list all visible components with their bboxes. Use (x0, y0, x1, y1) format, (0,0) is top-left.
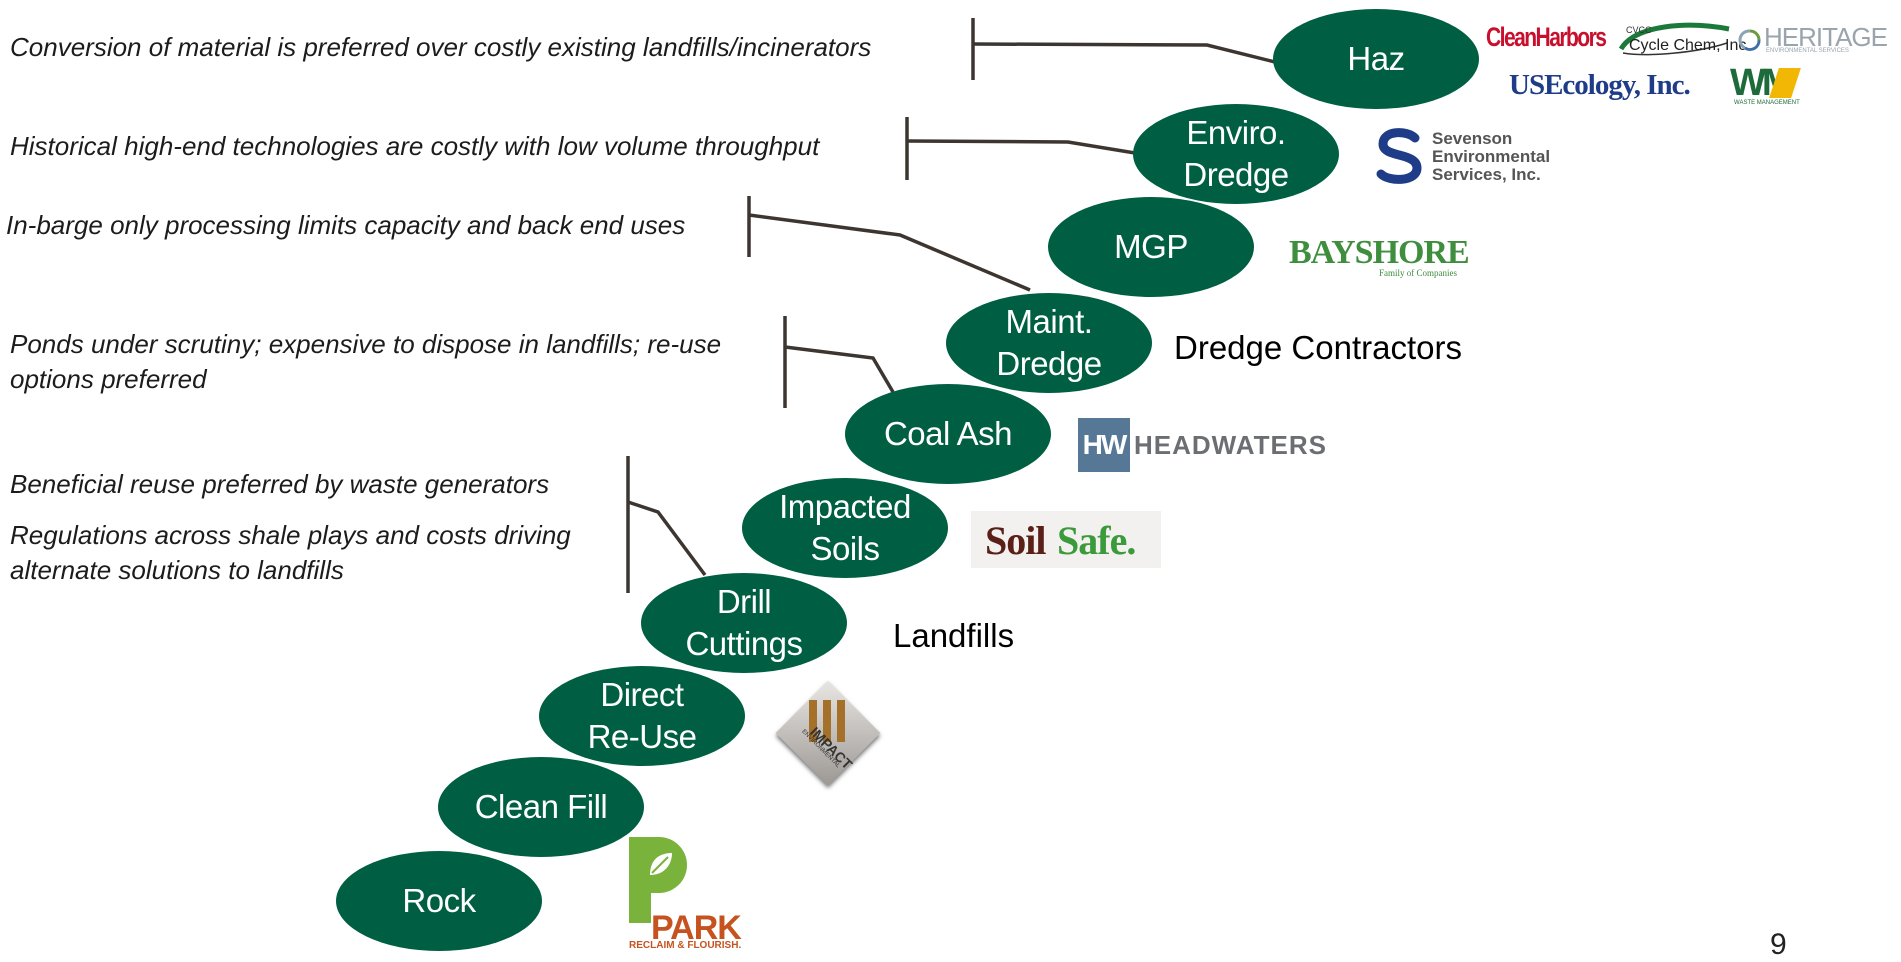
logo-bayshore: BAYSHORE Family of Companies (1289, 234, 1489, 280)
logo-sevenson: Sevenson Environmental Services, Inc. (1375, 128, 1575, 188)
wm-subtext: WASTE MANAGEMENT (1734, 100, 1800, 106)
logo-usecology: USEcology, Inc. (1509, 69, 1691, 101)
step-haz: Haz (1273, 9, 1479, 109)
soilsafe-text-1: Soil (985, 518, 1046, 563)
step-enviro-label-2: Dredge (1183, 156, 1289, 193)
step-maint-label-2: Dredge (996, 345, 1102, 382)
step-direct-label-2: Re-Use (587, 718, 697, 755)
cyclechem-small-text: CVCC (1626, 25, 1652, 35)
logo-impact: IMPACT ENVIRONMENTAL (773, 678, 883, 788)
sevenson-line1: Sevenson (1432, 129, 1513, 148)
note-drill-line1: Beneficial reuse preferred by waste gene… (10, 469, 550, 499)
heritage-subtext: ENVIRONMENTAL SERVICES (1766, 48, 1849, 54)
sevenson-line3: Services, Inc. (1432, 165, 1541, 184)
park-p-icon (629, 837, 687, 923)
step-coal-label: Coal Ash (883, 415, 1013, 452)
step-soils-label-2: Soils (810, 530, 880, 567)
note-coal-ash-line1: Ponds under scrutiny; expensive to dispo… (10, 329, 722, 359)
step-coal-ash: Coal Ash (845, 384, 1051, 484)
heritage-text: HERITAGE (1764, 22, 1888, 52)
cyclechem-text: Cycle Chem, Inc. (1629, 37, 1751, 54)
page-number: 9 (1770, 928, 1787, 961)
step-rock-label: Rock (402, 882, 476, 919)
logo-wm: WM WASTE MANAGEMENT (1728, 62, 1828, 108)
step-mgp: MGP (1048, 197, 1254, 297)
note-maint-dredge: In-barge only processing limits capacity… (6, 210, 686, 240)
label-dredge-contractors: Dredge Contractors (1174, 329, 1462, 366)
step-maint-label-1: Maint. (1005, 303, 1093, 340)
park-subtext: RECLAIM & FLOURISH. (629, 940, 742, 951)
sevenson-line2: Environmental (1432, 147, 1551, 166)
step-rock: Rock (336, 851, 542, 951)
logo-soilsafe: Soil Safe. (971, 511, 1161, 568)
step-haz-label: Haz (1347, 40, 1405, 77)
logo-heritage: HERITAGE ENVIRONMENTAL SERVICES (1738, 22, 1900, 60)
impact-bars-icon (809, 700, 849, 742)
step-enviro-dredge: Enviro. Dredge (1133, 104, 1339, 204)
step-drill-label-1: Drill (716, 583, 772, 620)
step-maint-dredge: Maint. Dredge (946, 293, 1152, 393)
step-direct-label-1: Direct (600, 676, 684, 713)
heritage-arrows-icon (1738, 29, 1761, 52)
logo-cleanharbors: CleanHarbors (1486, 22, 1607, 52)
step-mgp-label: MGP (1114, 228, 1188, 265)
note-enviro-dredge: Historical high-end technologies are cos… (10, 131, 820, 161)
step-clean-label: Clean Fill (474, 788, 608, 825)
label-landfills: Landfills (893, 617, 1015, 654)
park-text: PARK (651, 909, 742, 947)
park-leaf-icon (650, 853, 672, 875)
note-haz: Conversion of material is preferred over… (10, 32, 872, 62)
note-drill-line3: alternate solutions to landfills (10, 555, 344, 585)
step-soils-label-1: Impacted (779, 488, 911, 525)
bayshore-text: BAYSHORE (1289, 234, 1470, 271)
sevenson-s-icon (1376, 128, 1422, 184)
step-clean-fill: Clean Fill (438, 757, 644, 857)
step-drill-label-2: Cuttings (685, 625, 803, 662)
note-coal-ash-line2: options preferred (10, 364, 207, 394)
headwaters-mark-icon: HW (1078, 418, 1130, 472)
logo-headwaters: HW HEADWATERS (1078, 418, 1328, 472)
step-enviro-label-1: Enviro. (1186, 114, 1286, 151)
headwaters-text: HEADWATERS (1134, 430, 1327, 460)
bayshore-subtext: Family of Companies (1379, 268, 1457, 278)
logo-cyclechem: CVCC Cycle Chem, Inc. (1617, 19, 1751, 59)
logo-park: PARK RECLAIM & FLOURISH. (629, 837, 769, 951)
soilsafe-text-2: Safe. (1057, 518, 1136, 563)
cyclechem-swoosh-icon (1618, 22, 1730, 56)
note-drill-line2: Regulations across shale plays and costs… (10, 520, 571, 550)
